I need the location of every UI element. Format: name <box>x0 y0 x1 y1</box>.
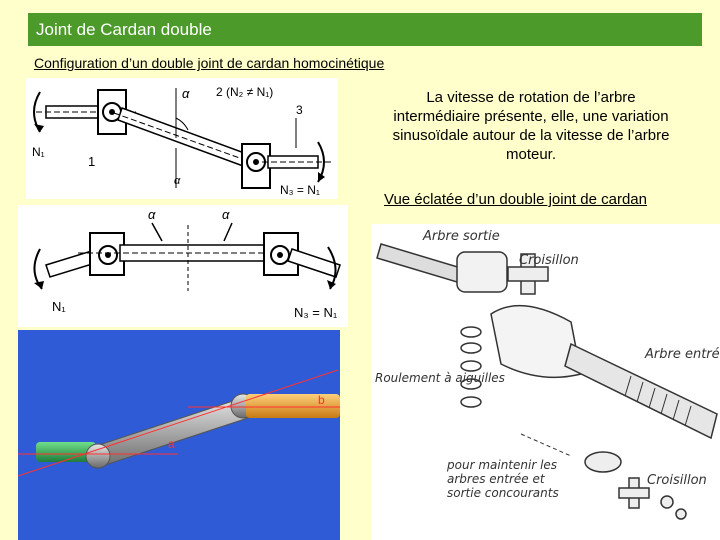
angle-b-label: b <box>318 393 325 407</box>
alpha-top-label: α <box>182 86 190 101</box>
croisillon-bottom-label: Croisillon <box>647 473 707 488</box>
schematic-symmetric-diagram: α α N₁ N₃ = N₁ <box>18 205 348 327</box>
angle-a-label: a <box>168 437 175 451</box>
maintenir-label: pour maintenir les arbres entrée et sort… <box>447 458 559 500</box>
description-text: La vitesse de rotation de l’arbre interm… <box>392 89 670 163</box>
label-n1: N₁ <box>32 145 45 159</box>
schematic-inclined-diagram: α 2 (N₂ ≠ N₁) 3 N₁ 1 α N₃ = N₁ <box>26 78 338 199</box>
arbre-entree-label: Arbre entrée <box>644 347 720 362</box>
arbre-sortie-label: Arbre sortie <box>422 229 500 244</box>
roulement-label: Roulement à aiguilles <box>375 371 505 385</box>
croisillon-top-label: Croisillon <box>519 253 579 268</box>
label-3: 3 <box>296 103 303 117</box>
exploded-view-caption: Vue éclatée d’un double joint de cardan <box>384 191 647 208</box>
render-3d-image: b a <box>18 330 340 540</box>
label-1: 1 <box>88 154 95 169</box>
exploded-view-image: Arbre sortie Croisillon Roulement à aigu… <box>371 224 720 540</box>
slide-title: Joint de Cardan double <box>28 13 702 46</box>
label-n1: N₁ <box>52 299 66 314</box>
alpha-bottom-label: α <box>174 175 181 187</box>
label-n2: 2 (N₂ ≠ N₁) <box>216 85 273 99</box>
alpha-right-label: α <box>222 207 230 222</box>
label-n3: N₃ = N₁ <box>280 183 320 197</box>
label-n3: N₃ = N₁ <box>294 305 338 320</box>
slide-subtitle: Configuration d’un double joint de carda… <box>34 55 385 71</box>
alpha-left-label: α <box>148 207 156 222</box>
